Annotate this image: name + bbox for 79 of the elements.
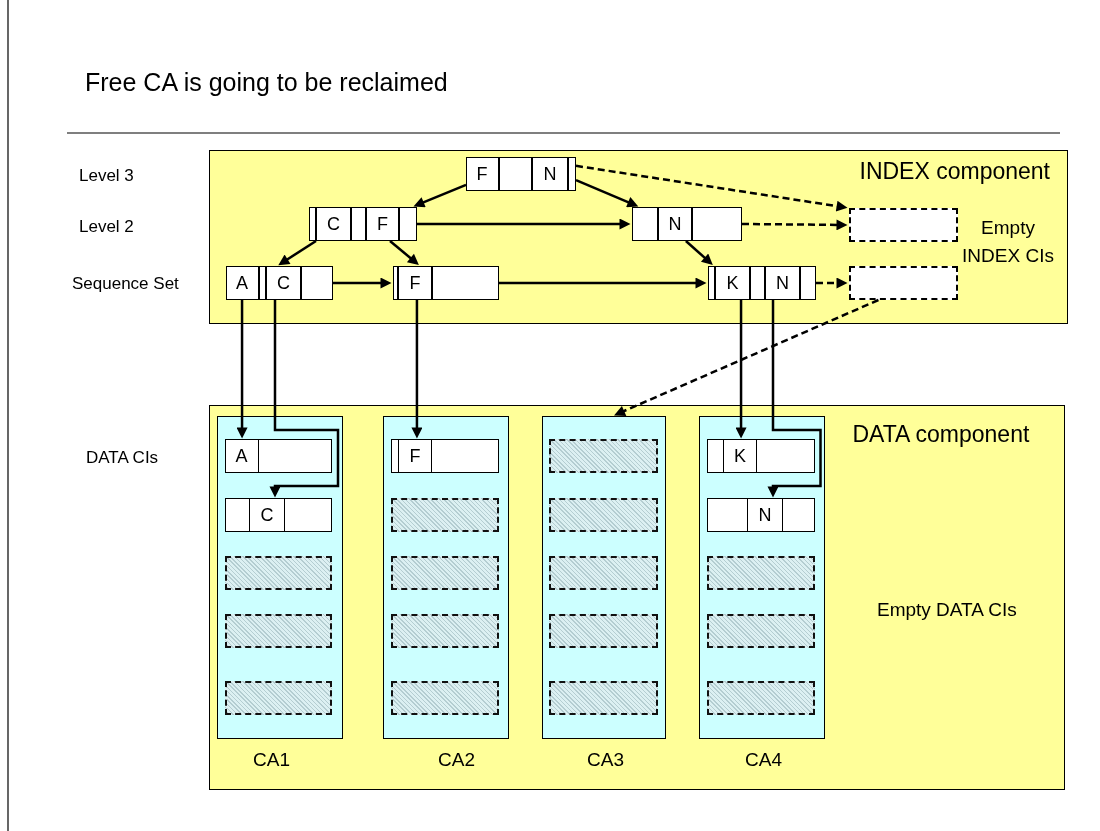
dashed-arrow	[742, 219, 848, 231]
key-label: N	[543, 164, 557, 183]
arrow	[417, 218, 631, 230]
key-label: N	[758, 506, 772, 524]
control-area-box	[216, 415, 343, 739]
arrow	[269, 300, 340, 498]
component-panel	[209, 405, 1065, 790]
empty-record-slot	[549, 681, 658, 715]
control-area-box	[541, 415, 666, 739]
arrow	[411, 300, 423, 439]
note-label: Empty INDEX CIs	[961, 216, 1055, 268]
record-box	[707, 265, 816, 300]
level-label: Sequence Set	[72, 275, 179, 292]
empty-record-slot	[848, 207, 958, 242]
area-caption: CA4	[745, 749, 782, 769]
empty-record-slot	[707, 556, 815, 590]
level-label: Level 2	[79, 218, 134, 235]
key-label: F	[409, 273, 421, 292]
empty-record-slot	[707, 614, 815, 648]
empty-record-slot	[225, 556, 332, 590]
empty-record-slot	[225, 614, 332, 648]
key-label: A	[235, 447, 248, 465]
key-label: N	[668, 214, 682, 233]
record-box	[391, 439, 499, 473]
empty-record-slot	[391, 498, 499, 532]
panel-title: DATA component	[852, 422, 1030, 446]
key-label: K	[734, 447, 746, 465]
arrow	[735, 300, 747, 439]
empty-record-slot	[707, 681, 815, 715]
arrow	[236, 300, 248, 439]
record-box	[631, 206, 742, 241]
key-label: C	[277, 273, 290, 292]
arrow	[685, 240, 713, 265]
key-label: K	[726, 273, 739, 292]
arrow	[575, 178, 639, 208]
row-label: DATA CIs	[86, 449, 159, 466]
record-box	[707, 439, 815, 473]
arrow	[767, 300, 822, 498]
key-label: F	[476, 164, 488, 183]
empty-record-slot	[549, 614, 658, 648]
record-box	[308, 206, 417, 241]
arrow	[278, 239, 317, 266]
empty-record-slot	[549, 556, 658, 590]
key-label: F	[409, 447, 421, 465]
dashed-arrow	[575, 164, 848, 212]
empty-record-slot	[549, 439, 658, 473]
key-label: N	[776, 273, 789, 292]
empty-record-slot	[225, 681, 332, 715]
record-box	[465, 156, 576, 191]
arrow	[389, 240, 419, 266]
area-caption: CA3	[587, 749, 624, 769]
record-box	[225, 265, 333, 300]
key-label: C	[327, 214, 340, 233]
record-box	[707, 498, 815, 532]
empty-record-slot	[848, 265, 958, 300]
key-label: C	[260, 506, 274, 524]
level-label: Level 3	[79, 167, 134, 184]
control-area-box	[698, 415, 825, 739]
dashed-arrow	[816, 277, 848, 289]
arrow	[499, 277, 707, 289]
arrow	[333, 277, 392, 289]
dashed-arrow	[614, 298, 879, 417]
empty-record-slot	[391, 681, 499, 715]
empty-record-slot	[549, 498, 658, 532]
panel-title: INDEX component	[859, 159, 1050, 183]
page-title: Free CA is going to be reclaimed	[85, 70, 448, 95]
component-panel	[209, 150, 1068, 324]
area-caption: CA2	[438, 749, 475, 769]
key-label: A	[236, 273, 248, 292]
area-caption: CA1	[253, 749, 290, 769]
record-box	[225, 498, 332, 532]
empty-record-slot	[391, 556, 499, 590]
note-label: Empty DATA CIs	[877, 600, 1017, 619]
record-box	[225, 439, 332, 473]
empty-record-slot	[391, 614, 499, 648]
control-area-box	[382, 415, 509, 739]
key-label: F	[377, 214, 388, 233]
arrow	[413, 183, 467, 208]
record-box	[392, 265, 499, 300]
